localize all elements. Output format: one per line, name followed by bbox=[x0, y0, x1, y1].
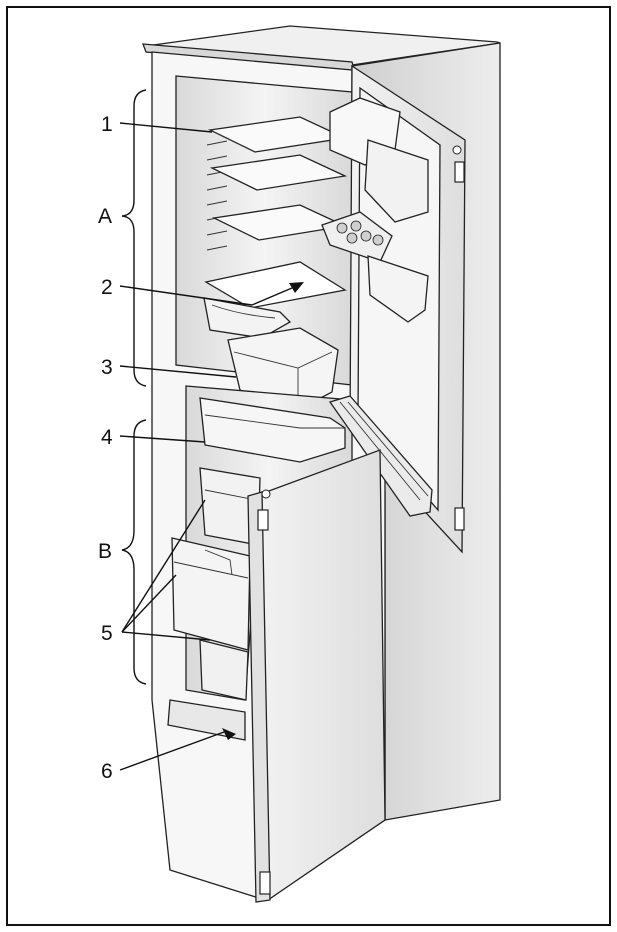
glass-shelf-2 bbox=[209, 154, 348, 191]
freezer-door-edge bbox=[247, 491, 271, 903]
freezer-door bbox=[247, 449, 386, 903]
freezer-hinge-bottom bbox=[259, 871, 271, 895]
callout-label-4: 4 bbox=[101, 426, 113, 449]
leader-1 bbox=[119, 122, 213, 133]
crisper-drawer-upper bbox=[203, 297, 292, 339]
crisper-cover bbox=[204, 261, 347, 309]
freezer-drawer-4 bbox=[199, 639, 249, 701]
leader-lines bbox=[119, 122, 253, 771]
leader-6 bbox=[119, 731, 225, 771]
leader-5a bbox=[121, 499, 206, 633]
fridge-door bbox=[321, 64, 466, 554]
egg-tray bbox=[321, 211, 393, 263]
page-border bbox=[6, 6, 611, 926]
callout-label-2: 2 bbox=[101, 276, 113, 299]
door-bin-middle bbox=[367, 255, 429, 323]
fridge-compartment bbox=[175, 75, 353, 411]
freezer-door-panel bbox=[257, 449, 386, 902]
brace-section-a bbox=[121, 89, 147, 387]
leader-4 bbox=[119, 435, 206, 443]
callout-label-a: A bbox=[98, 205, 112, 228]
leader-2 bbox=[119, 285, 253, 306]
leader-5b bbox=[121, 574, 177, 633]
arrow-6 bbox=[222, 728, 236, 740]
callout-label-3: 3 bbox=[101, 356, 113, 379]
freezer-drawer-3 bbox=[171, 537, 251, 651]
callout-label-5: 5 bbox=[101, 622, 113, 645]
hinge-bottom bbox=[454, 507, 465, 531]
hinge-top bbox=[454, 161, 465, 183]
callout-label-6: 6 bbox=[101, 760, 113, 783]
callout-labels: 1 A 2 3 4 B 5 6 bbox=[98, 113, 113, 783]
freezer-drawer-1 bbox=[199, 397, 346, 463]
leader-5c bbox=[121, 631, 211, 641]
callout-label-b: B bbox=[98, 540, 112, 563]
callout-label-1: 1 bbox=[101, 113, 113, 136]
freezer-hinge-top bbox=[257, 509, 269, 531]
arrow-2 bbox=[251, 282, 304, 306]
brace-section-b bbox=[121, 419, 147, 685]
leader-3 bbox=[119, 365, 237, 378]
door-bin-bottle bbox=[328, 395, 433, 517]
